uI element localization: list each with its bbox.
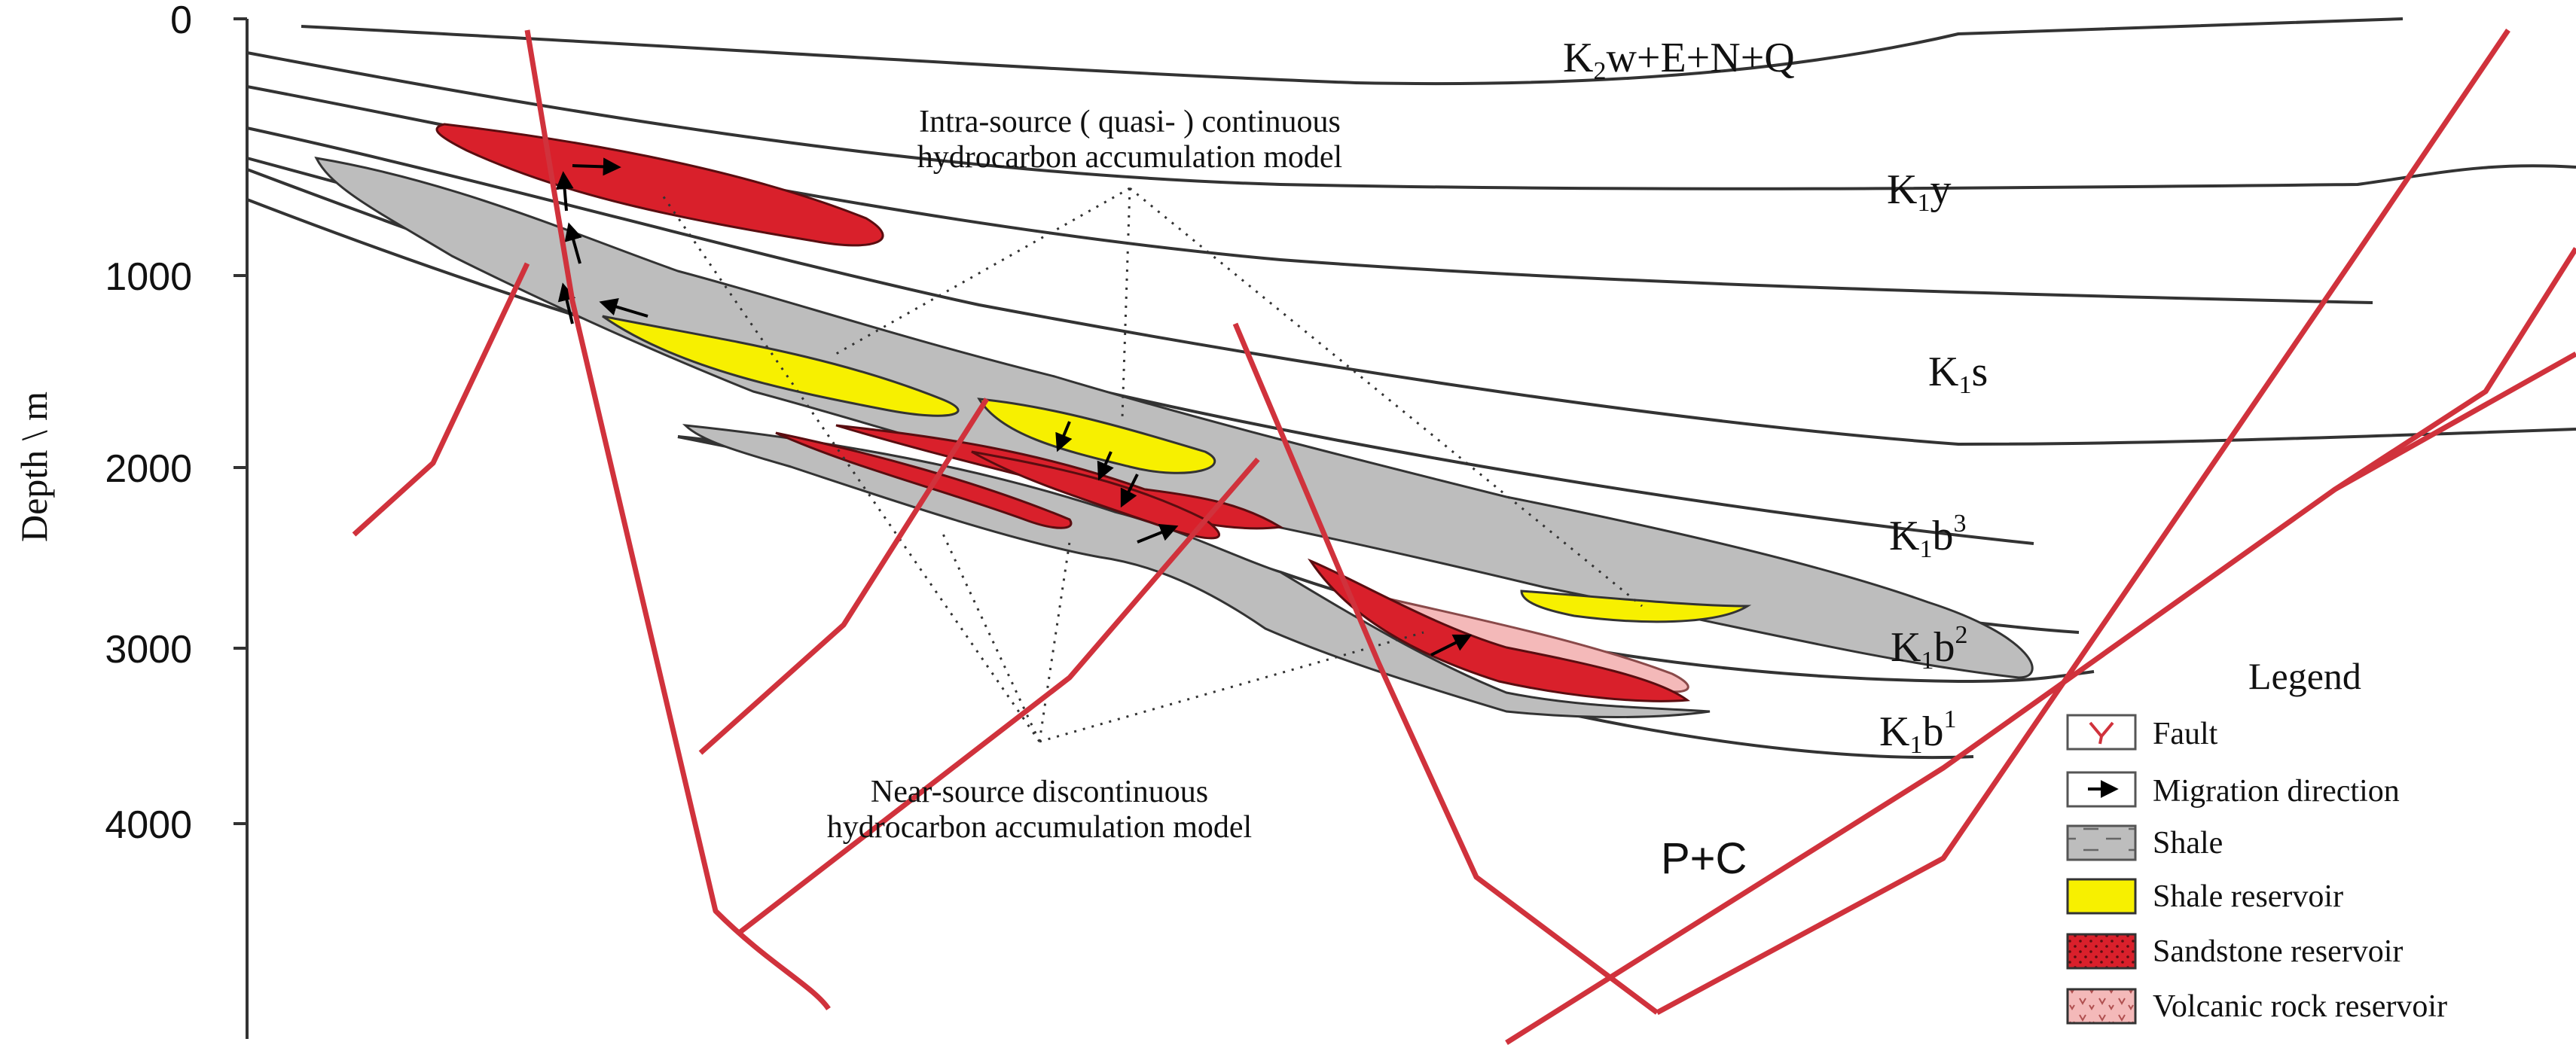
fault-8: [2333, 247, 2576, 492]
fault-icon-glyph: [2089, 721, 2114, 745]
migration-arrow: [555, 171, 574, 212]
migration-arrow: [564, 222, 582, 264]
model-labels: Intra-source ( quasi- ) continuous hydro…: [827, 105, 1342, 845]
fault-6: [1656, 29, 2510, 1016]
formation-pc: P+C: [1661, 834, 1747, 883]
fault-icon: [2066, 714, 2137, 751]
faults: [352, 29, 2576, 1045]
formation-k1y: K1y: [1887, 166, 1951, 217]
formation-k1b1: K1b1: [1879, 705, 1956, 759]
formation-k1b3: K1b3: [1889, 510, 1966, 563]
sandstone-reservoir-swatch: [2066, 933, 2137, 970]
near-source-model-label-line2: hydrocarbon accumulation model: [827, 810, 1252, 845]
formation-k2w: K2w+E+N+Q: [1563, 35, 1795, 85]
shale-swatch: [2066, 824, 2137, 861]
migration-arrow: [599, 298, 649, 318]
intra-source-callout: [835, 187, 1643, 608]
model-callout-lines: [661, 187, 1643, 743]
shale-reservoir-2: [977, 398, 1216, 474]
volcanic-reservoir-swatch: [2066, 988, 2137, 1025]
formation-k1b2: K1b2: [1891, 621, 1967, 675]
boundary-k1s-k1b3: [246, 126, 2576, 446]
legend-label-fault: Fault: [2153, 717, 2218, 751]
formation-labels: K2w+E+N+Q K1y K1s K1b3 K1b2 K1b1 P+C: [1563, 35, 1988, 883]
fault-3: [698, 398, 989, 755]
shale-reservoir-1: [602, 315, 960, 417]
migration-arrow: [572, 157, 621, 176]
near-source-model-label-line1: Near-source discontinuous: [871, 775, 1208, 809]
tick-label-1000: 1000: [105, 255, 192, 299]
shale-reservoir-swatch: [2066, 878, 2137, 915]
tick-label-4000: 4000: [105, 803, 192, 847]
fault-2: [352, 262, 530, 537]
shale-layer-upper: [314, 157, 2034, 679]
depth-axis-label: Depth \ m: [13, 391, 55, 542]
migration-arrow: [557, 282, 576, 324]
migration-arrows: [555, 157, 1473, 656]
fault-1: [524, 29, 831, 1011]
legend-label-shale: Shale: [2153, 826, 2223, 861]
tick-label-0: 0: [170, 0, 192, 42]
formation-k1s: K1s: [1928, 349, 1988, 399]
depth-axis: 0 1000 2000 3000 4000 Depth \ m: [13, 0, 249, 1039]
migration-arrow: [1120, 474, 1139, 508]
migration-arrow: [1137, 523, 1179, 544]
tick-label-2000: 2000: [105, 447, 192, 491]
legend-label-volcanic-reservoir: Volcanic rock reservoir: [2153, 989, 2447, 1024]
boundary-k2w-k1y: [246, 51, 2576, 190]
intra-source-model-label-line1: Intra-source ( quasi- ) continuous: [919, 105, 1341, 139]
legend-label-migration: Migration direction: [2153, 774, 2400, 809]
fault-7: [1505, 351, 2576, 1045]
migration-arrow: [1097, 451, 1114, 481]
fault-4: [736, 457, 1260, 936]
boundary-top: [301, 17, 2404, 86]
sandstone-reservoir-mid-1: [775, 431, 1073, 529]
migration-arrow: [1055, 421, 1073, 452]
sandstone-reservoir-mid-3: [971, 450, 1221, 540]
fault-5: [1232, 322, 1659, 1015]
shale-reservoirs: [602, 315, 1752, 623]
sandstone-reservoir-lower: [1307, 558, 1691, 702]
legend: Legend Fault Migration direction Shale S…: [2066, 655, 2447, 1025]
legend-title: Legend: [2248, 655, 2361, 697]
tick-label-3000: 3000: [105, 628, 192, 672]
migration-arrow: [1430, 634, 1473, 656]
intra-source-model-label-line2: hydrocarbon accumulation model: [917, 140, 1342, 175]
shale-reservoir-3: [1520, 589, 1752, 623]
legend-label-shale-reservoir: Shale reservoir: [2153, 879, 2343, 914]
legend-label-sandstone-reservoir: Sandstone reservoir: [2153, 934, 2403, 969]
